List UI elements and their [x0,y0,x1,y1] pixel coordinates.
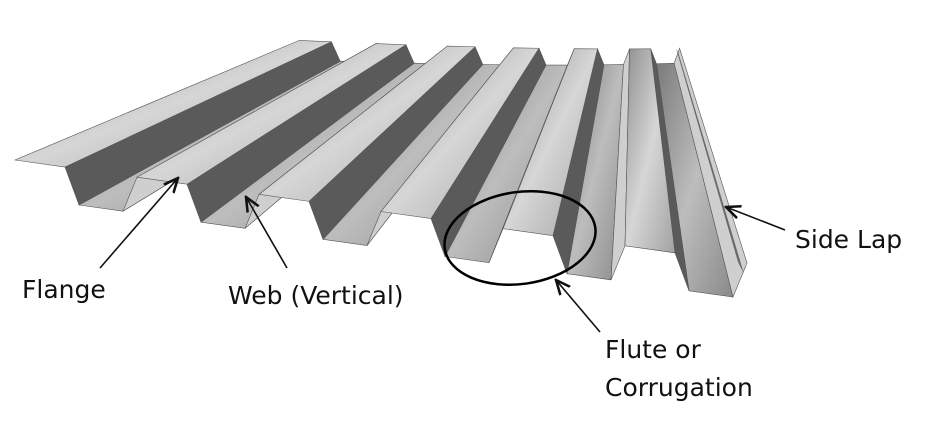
web-label: Web (Vertical) [228,281,404,310]
flute-highlight-ellipse [443,189,597,287]
deck-web2-surface [673,47,748,298]
side-lap-label: Side Lap [795,225,903,254]
side-lap-arrow [726,207,786,231]
deck-top-surface [380,47,540,219]
deck-panels [13,40,748,298]
flute-arrow [556,280,601,333]
flange-arrow [99,178,178,269]
deck-top-surface [13,40,332,168]
flute-label-line1: Flute or [605,335,701,364]
deck-top-surface [502,48,598,237]
deck-top-surface [624,48,676,254]
flange-label: Flange [22,275,106,304]
deck-top-surface [258,45,476,202]
web-arrow [246,197,288,269]
flute-label-line2: Corrugation [605,373,753,402]
